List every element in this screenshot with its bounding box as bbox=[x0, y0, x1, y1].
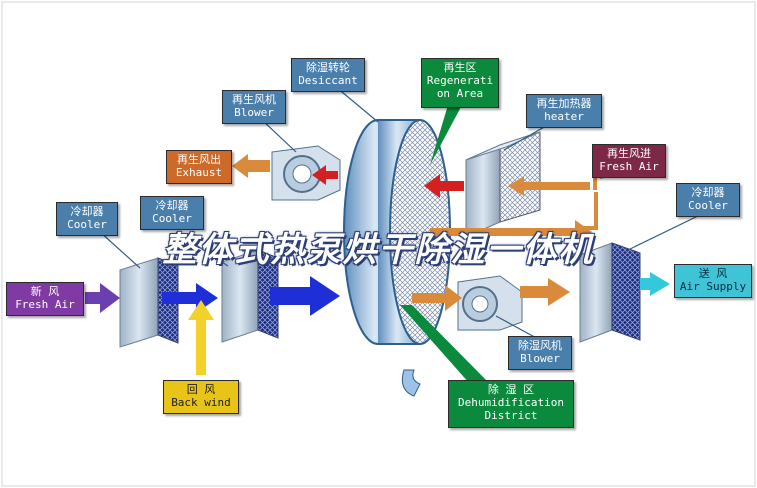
label-cooler-2: 冷却器 Cooler bbox=[140, 196, 204, 230]
label-dehum-blower: 除湿风机 Blower bbox=[508, 336, 572, 370]
label-cooler-3-en: Cooler bbox=[688, 199, 728, 212]
label-regen-area-en1: Regenerati bbox=[426, 74, 494, 87]
arrow-fresh-air bbox=[85, 283, 120, 313]
label-air-supply: 送 风 Air Supply bbox=[674, 264, 752, 298]
label-fresh-air: 新 风 Fresh Air bbox=[6, 282, 84, 316]
label-dehum-district-en2: District bbox=[484, 409, 538, 422]
banner-title: 整体式热泵烘干除湿一体机 bbox=[162, 230, 595, 270]
label-dehum-district-zh: 除 湿 区 bbox=[487, 383, 535, 396]
label-regen-heater-en: heater bbox=[544, 110, 584, 123]
label-regen-exhaust-zh: 再生风出 bbox=[177, 153, 221, 166]
label-dehum-district-en1: Dehumidification bbox=[458, 396, 564, 409]
label-back-wind-en: Back wind bbox=[171, 396, 231, 409]
label-cooler-2-zh: 冷却器 bbox=[155, 199, 189, 212]
arrow-exhaust bbox=[232, 154, 270, 178]
arrow-air-supply bbox=[640, 272, 670, 296]
cooler-1-unit bbox=[221, 249, 279, 343]
label-cooler-1: 冷却器 Cooler bbox=[56, 202, 118, 236]
label-dehum-blower-zh: 除湿风机 bbox=[518, 339, 562, 352]
arrows bbox=[85, 154, 670, 375]
regen-area-pointer bbox=[430, 105, 462, 165]
arrow-red-1 bbox=[424, 174, 464, 198]
arrow-red-2 bbox=[312, 165, 338, 185]
label-desiccant-wheel: 除湿转轮 Desiccant bbox=[291, 58, 365, 92]
label-regen-heater: 再生加热器 heater bbox=[526, 94, 602, 128]
regen-blower-fan bbox=[271, 145, 341, 201]
label-dehum-district: 除 湿 区 Dehumidification District bbox=[448, 380, 574, 428]
label-cooler-2-en: Cooler bbox=[152, 212, 192, 225]
label-air-supply-en: Air Supply bbox=[679, 280, 747, 293]
label-regen-area: 再生区 Regenerati on Area bbox=[421, 58, 499, 108]
label-fresh-air-en: Fresh Air bbox=[15, 298, 75, 311]
regen-heater-unit bbox=[465, 131, 541, 238]
dehum-district-pointer bbox=[400, 305, 490, 384]
label-regen-blower: 再生风机 Blower bbox=[222, 90, 286, 124]
label-dehum-blower-en: Blower bbox=[520, 352, 560, 365]
label-fresh-air-zh: 新 风 bbox=[30, 285, 60, 298]
dehum-blower-fan bbox=[457, 275, 523, 331]
arrow-back-wind bbox=[188, 300, 214, 375]
label-regen-area-en2: on Area bbox=[436, 87, 484, 100]
label-desiccant-wheel-en: Desiccant bbox=[298, 74, 358, 87]
label-desiccant-wheel-zh: 除湿转轮 bbox=[306, 61, 350, 74]
label-regen-fresh-air-zh: 再生风进 bbox=[607, 147, 651, 160]
arrow-orange-1 bbox=[412, 285, 462, 311]
label-cooler-1-zh: 冷却器 bbox=[70, 205, 104, 218]
arrow-regen-return bbox=[430, 220, 592, 244]
label-regen-exhaust-en: Exhaust bbox=[175, 166, 223, 179]
label-regen-fresh-air-en: Fresh Air bbox=[599, 160, 659, 173]
label-cooler-3: 冷却器 Cooler bbox=[676, 183, 740, 217]
label-regen-fresh-air: 再生风进 Fresh Air bbox=[592, 144, 666, 178]
label-regen-blower-en: Blower bbox=[234, 106, 274, 119]
label-regen-exhaust: 再生风出 Exhaust bbox=[166, 150, 232, 184]
label-regen-heater-zh: 再生加热器 bbox=[536, 97, 592, 110]
arrow-blue-2 bbox=[270, 276, 340, 316]
label-back-wind-zh: 回 风 bbox=[186, 383, 216, 396]
label-cooler-3-zh: 冷却器 bbox=[691, 186, 725, 199]
label-back-wind: 回 风 Back wind bbox=[163, 380, 239, 414]
label-regen-blower-zh: 再生风机 bbox=[232, 93, 276, 106]
label-regen-area-zh: 再生区 bbox=[443, 61, 477, 74]
cooler-3-unit bbox=[579, 242, 641, 343]
arrow-regen-fresh bbox=[508, 176, 590, 196]
label-air-supply-zh: 送 风 bbox=[698, 267, 728, 280]
arrow-orange-2 bbox=[520, 278, 570, 306]
label-cooler-1-en: Cooler bbox=[67, 218, 107, 231]
